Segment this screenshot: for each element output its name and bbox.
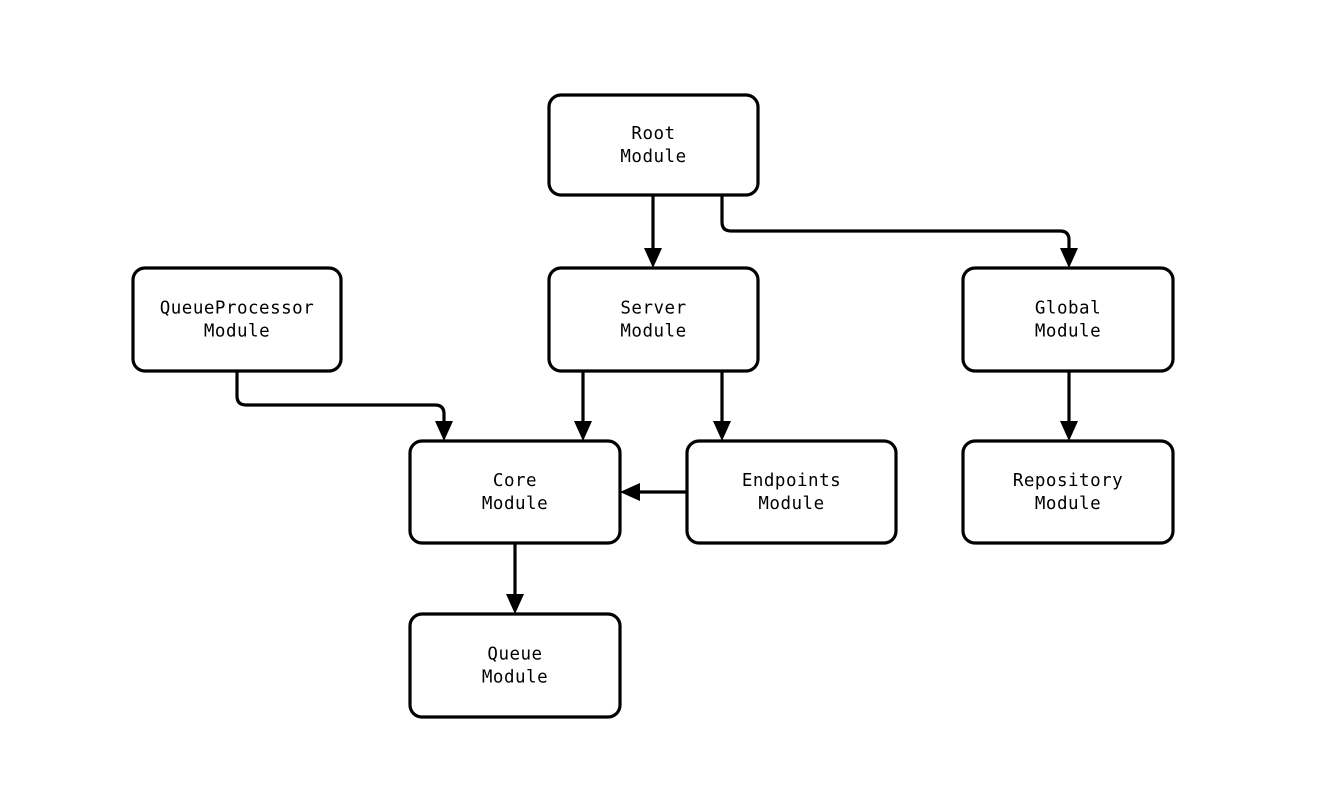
node-box-queue[interactable] [408,612,622,719]
node-box-global[interactable] [961,266,1175,373]
arrowhead-icon [644,248,662,268]
edge-root-to-server: Root Module depends on Server Module [644,195,662,268]
arrowhead-icon [506,594,524,614]
node-box-endpoints[interactable] [685,439,898,545]
edge-global-to-repository: Global Module depends on Repository Modu… [1060,371,1078,441]
node-box-core[interactable] [408,439,622,545]
node-box-queueprocessor[interactable] [131,266,343,373]
node-box-server[interactable] [547,266,760,373]
arrowhead-icon [1060,421,1078,441]
node-label-line1: Server [620,299,686,319]
edge-server-to-endpoints: Server Module depends on Endpoints Modul… [713,371,731,441]
arrowhead-icon [435,421,453,441]
edge-line [720,195,1071,254]
node-label-line2: Module [1035,322,1101,342]
node-label-line1: Core [493,471,537,491]
node-box-repository[interactable] [961,439,1175,545]
edge-line [235,371,446,427]
arrowhead-icon [713,421,731,441]
node-label-line1: QueueProcessor [160,299,315,319]
node-label-line1: Root [631,124,675,144]
node-label-line1: Global [1035,299,1101,319]
node-label-line2: Module [204,322,270,342]
edge-endpoints-to-core: Endpoints Module depends on Core Module [620,483,687,501]
arrowhead-icon [574,421,592,441]
edge-core-to-queue: Core Module depends on Queue Module [506,543,524,614]
edge-layer: Root Module depends on Server Module Root… [235,195,1078,614]
node-label-line1: Endpoints [742,471,841,491]
node-label-line2: Module [758,494,824,514]
node-label-line2: Module [1035,494,1101,514]
edge-server-to-core: Server Module depends on Core Module [574,371,592,441]
node-label-line2: Module [620,322,686,342]
edge-queueprocessor-to-core: QueueProcessor Module depends on Core Mo… [235,371,453,441]
node-label-line2: Module [482,668,548,688]
arrowhead-icon [1060,248,1078,268]
edge-root-to-global: Root Module depends on Global Module [720,195,1078,268]
node-label-line1: Queue [487,645,542,665]
arrowhead-icon [620,483,640,501]
node-box-root[interactable] [547,93,760,197]
node-label-line2: Module [620,147,686,167]
node-label-line2: Module [482,494,548,514]
node-label-line1: Repository [1013,471,1123,491]
